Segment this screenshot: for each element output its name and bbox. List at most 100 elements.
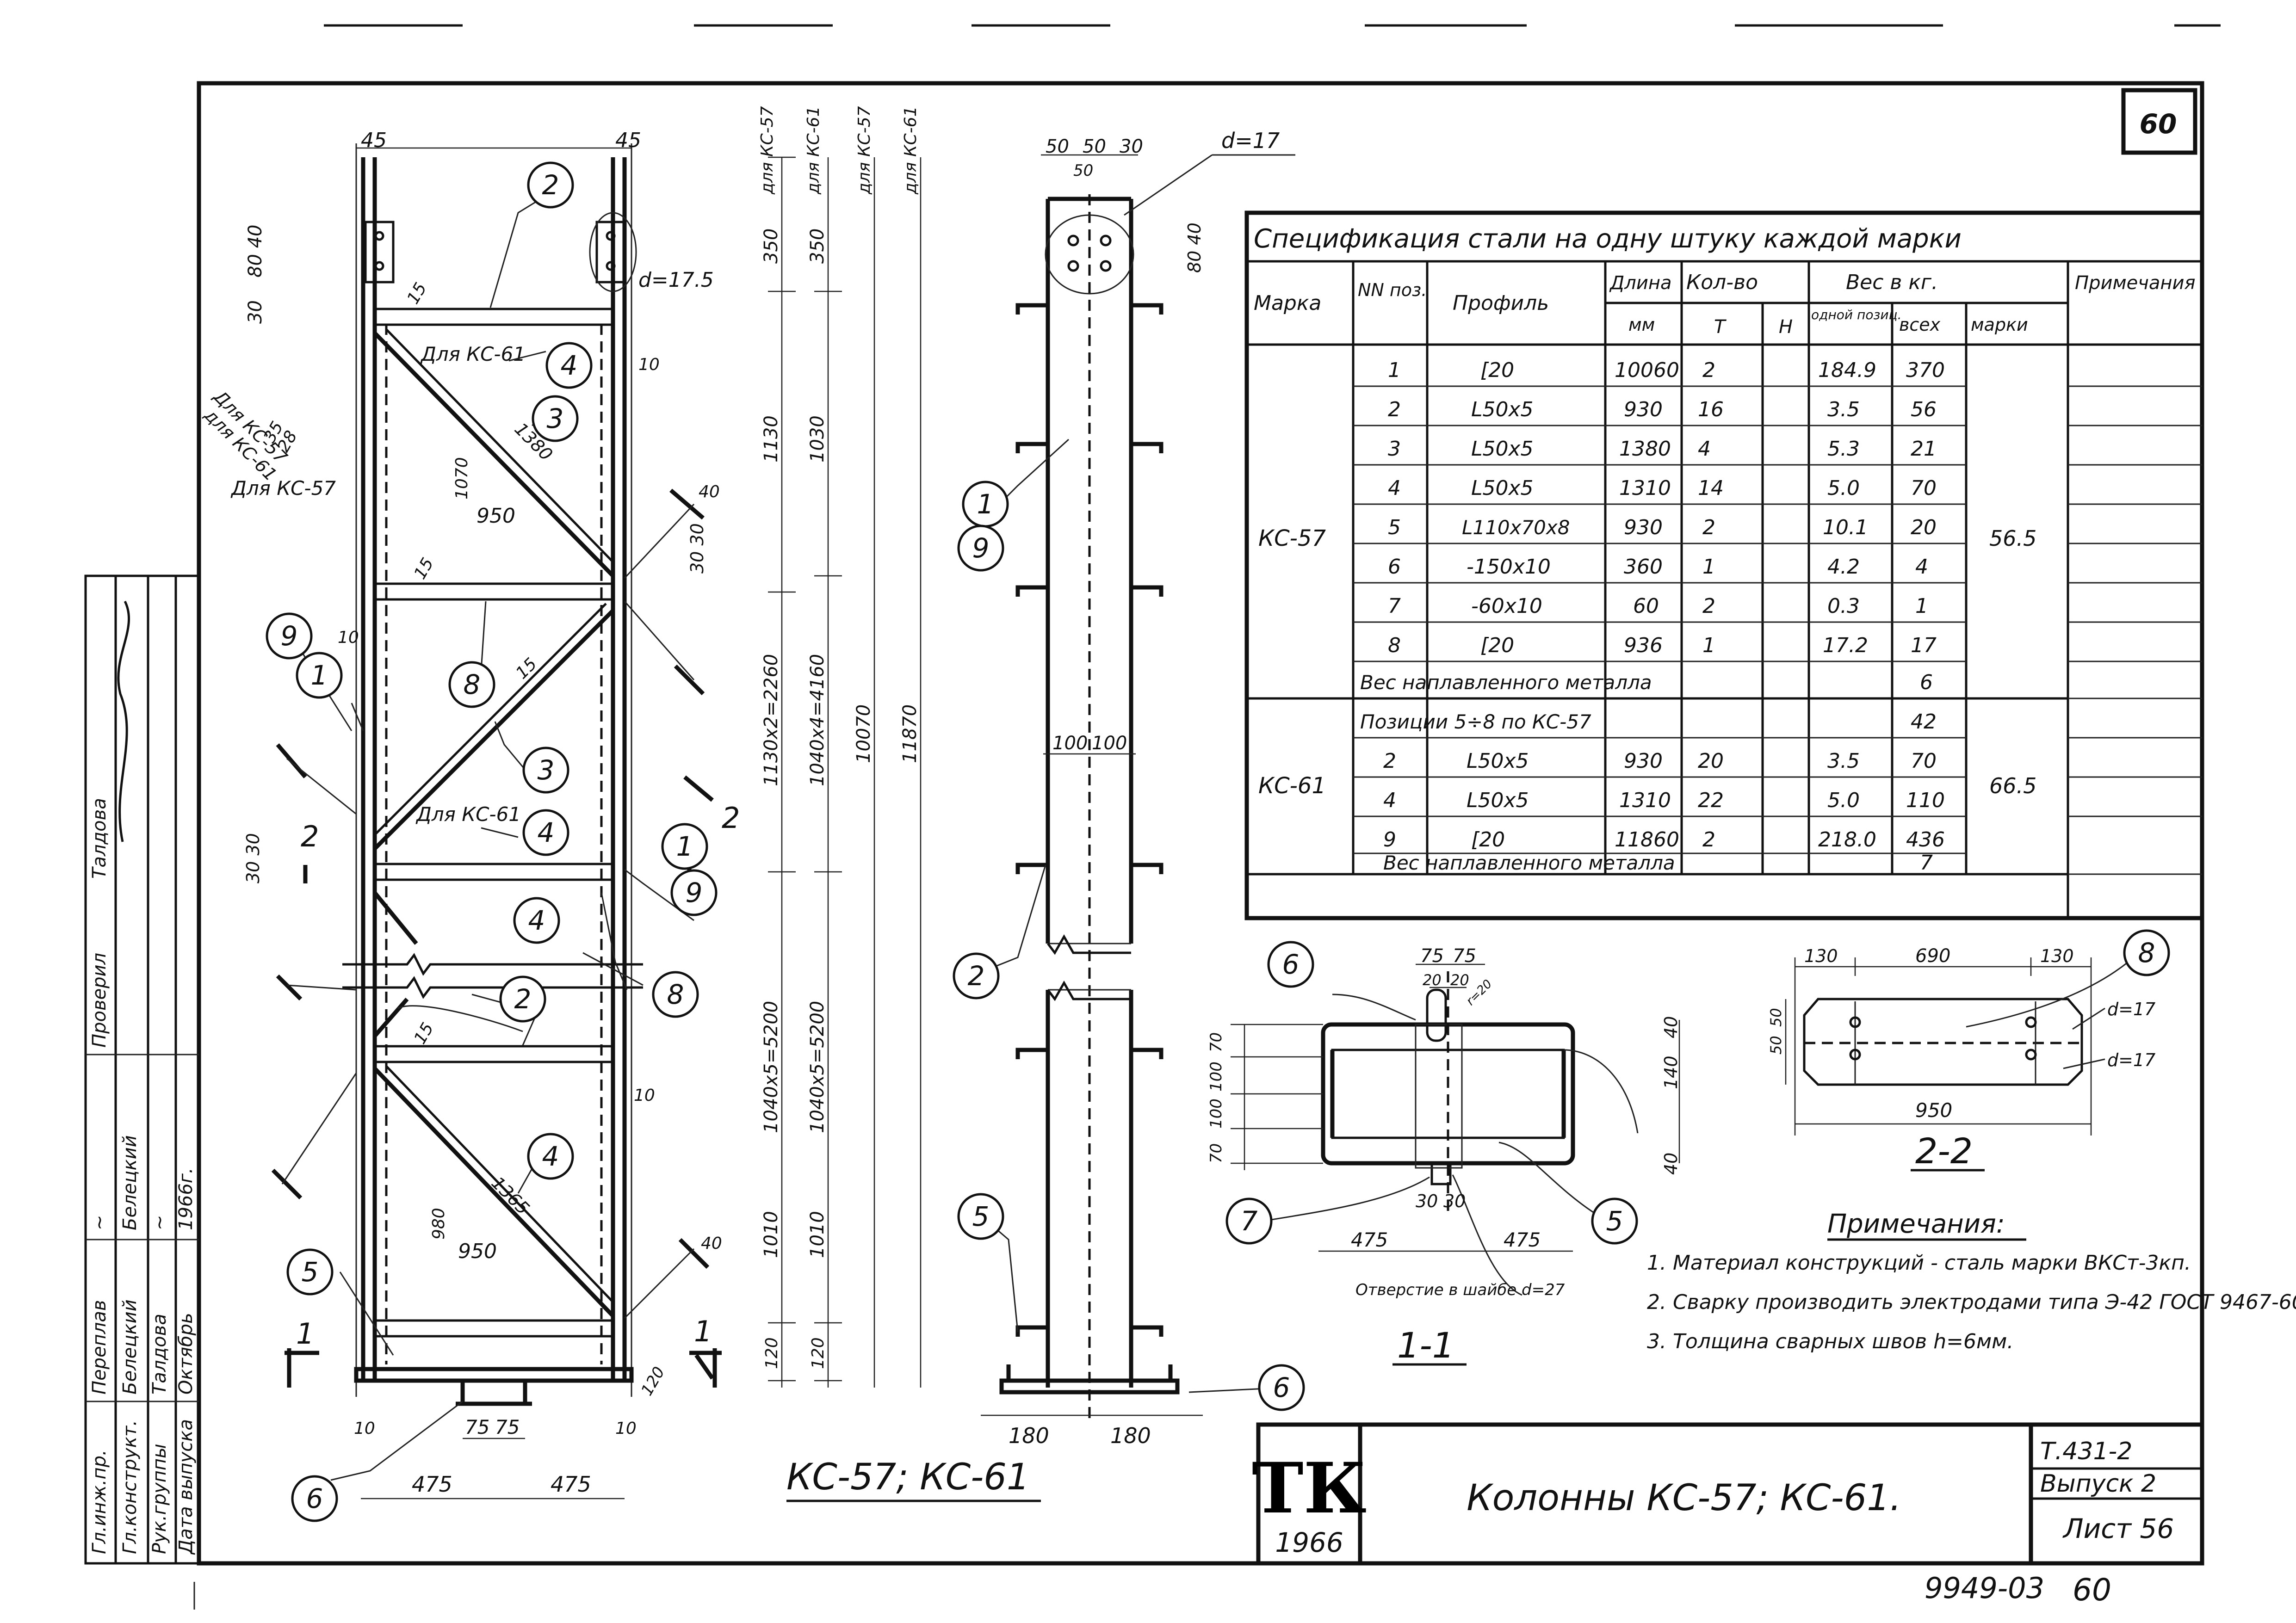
spec-cell-all: 1 xyxy=(1915,594,1928,618)
label-for-kc61-b: Для КС-61 xyxy=(415,803,521,826)
col-head-3: для КС-57 xyxy=(855,106,874,195)
note-3: 3. Толщина сварных швов h=6мм. xyxy=(1647,1330,2013,1353)
dim-30-top: 30 xyxy=(245,300,266,324)
position-bubble-label-e5: 5 xyxy=(302,1256,319,1288)
spec-cell-pos: 4 xyxy=(1388,476,1401,500)
spec-cell-length: 11860 xyxy=(1615,828,1679,852)
notes-heading: Примечания: xyxy=(1827,1209,2005,1239)
stamp-signature-scribble xyxy=(117,600,130,842)
spec-cell-length: 360 xyxy=(1624,555,1663,579)
spec-cell-t: 2 xyxy=(1702,358,1715,382)
vdim-c1-6: 120 xyxy=(762,1337,781,1369)
spec-cell-one: 3.5 xyxy=(1827,398,1860,421)
spec-title: Спецификация стали на одну штуку каждой … xyxy=(1254,224,1962,254)
spec-cell-t: 2 xyxy=(1702,594,1715,618)
vdim-c4: 11870 xyxy=(899,704,921,763)
stamp-role-1: Гл.инж.пр. xyxy=(89,1450,110,1554)
position-bubble-label-s5: 5 xyxy=(972,1201,990,1232)
s11-dim-100a: 100 xyxy=(1207,1061,1225,1092)
s11-dim-475a: 475 xyxy=(1351,1228,1388,1251)
spec-h-qty-t: Т xyxy=(1714,316,1727,338)
spec-cell-t: 2 xyxy=(1702,516,1715,539)
spec-cell-length: 60 xyxy=(1633,594,1659,618)
s11-dim-75a: 75 xyxy=(1420,945,1444,967)
spec-markweight-kc57: 56.5 xyxy=(1989,526,2036,551)
side-view-dims: 50 50 30 50 d=17 80 40 100 100 180 180 xyxy=(1009,128,1280,1448)
dim-10b: 10 xyxy=(338,628,359,647)
dim-30-30b: 30 30 xyxy=(243,833,263,883)
dim-10d: 10 xyxy=(354,1419,375,1438)
spec-cell-one: 17.2 xyxy=(1823,634,1868,657)
position-bubble-e3a xyxy=(532,395,579,442)
position-bubble-s5 xyxy=(957,1193,1004,1240)
dim-15a: 15 xyxy=(403,279,430,307)
spec-row: 2 L50x5 930 20 3.5 70 xyxy=(1383,749,1937,773)
dim-30-30a: 30 30 xyxy=(687,523,707,574)
stamp-name-3: Талдова xyxy=(149,1314,170,1395)
position-bubble-label-e4b: 4 xyxy=(538,817,555,848)
dim-15b: 15 xyxy=(410,555,437,582)
stamp-role-2: Гл.конструкт. xyxy=(119,1420,141,1554)
leaders xyxy=(295,193,1287,1481)
spec-row: 5 L110x70x8 930 2 10.1 20 xyxy=(1388,516,1937,539)
spec-cell-one: 5.0 xyxy=(1827,476,1860,500)
spec-row: 4 L50x5 1310 22 5.0 110 xyxy=(1383,789,1945,812)
sv-web-100b: 100 xyxy=(1092,733,1127,754)
stamp-name-1: Переплав xyxy=(89,1300,110,1395)
position-bubble-x5 xyxy=(1591,1197,1638,1245)
s11-dim-70-top: 70 xyxy=(1207,1032,1225,1052)
spec-cell-profile: [20 xyxy=(1480,634,1514,657)
position-bubble-label-s2: 2 xyxy=(968,960,985,992)
vdim-c1-3: 1130x2=2260 xyxy=(761,654,782,786)
s22-dim-950: 950 xyxy=(1915,1099,1952,1122)
s11-dim-75b: 75 xyxy=(1453,945,1476,967)
s11-dim-40-top: 40 xyxy=(1661,1016,1681,1038)
spec-cell-length: 930 xyxy=(1624,398,1663,421)
spec-cell-profile: L50x5 xyxy=(1471,398,1534,421)
spec-cell-all: 56 xyxy=(1911,398,1937,421)
spec-cell-t: 4 xyxy=(1698,437,1711,461)
position-bubble-label-e2b: 2 xyxy=(514,983,532,1015)
dim-80-40: 80 40 xyxy=(245,224,266,278)
dim-10e: 10 xyxy=(615,1419,637,1438)
spec-h-length-unit: мм xyxy=(1628,315,1655,335)
s11-dim-475b: 475 xyxy=(1504,1228,1541,1251)
s11-dim-30b: 30 xyxy=(1443,1191,1466,1211)
dim-15c: 15 xyxy=(512,654,540,683)
spec-cell-length: 930 xyxy=(1624,749,1663,773)
spec-h-length: Длина xyxy=(1609,272,1671,294)
spec-row: 1 [20 10060 2 184.9 370 xyxy=(1388,358,1945,382)
footer-code: 9949-03 xyxy=(1925,1571,2044,1605)
spec-weld-label-kc61: Вес наплавленного металла xyxy=(1383,852,1675,874)
elevation-view xyxy=(271,143,922,1500)
dim-980: 980 xyxy=(429,1208,448,1240)
position-bubble-label-e9b: 9 xyxy=(686,877,703,908)
sv-hole: d=17 xyxy=(1221,128,1280,153)
spec-cell-pos: 4 xyxy=(1383,789,1396,812)
position-bubble-label-e4a: 4 xyxy=(561,350,578,381)
spec-cell-t: 16 xyxy=(1698,398,1724,421)
stamp-role-4: Дата выпуска xyxy=(175,1419,197,1555)
spec-cell-length: 1310 xyxy=(1619,789,1671,812)
dim-950a: 950 xyxy=(477,504,515,528)
dim-1070: 1070 xyxy=(452,457,471,500)
vdim-c2-2: 1030 xyxy=(807,415,828,463)
s22-hole-1: d=17 xyxy=(2107,999,2155,1019)
position-bubble-label-x7: 7 xyxy=(1241,1205,1258,1237)
position-bubble-e9b xyxy=(670,869,718,916)
spec-cell-one: 4.2 xyxy=(1827,555,1860,579)
position-bubble-label-e2a: 2 xyxy=(542,169,559,201)
s11-title: 1-1 xyxy=(1397,1325,1454,1366)
col-head-2: для КС-61 xyxy=(804,106,823,195)
spec-cell-one: 0.3 xyxy=(1827,594,1860,618)
spec-h-note: Примечания xyxy=(2075,272,2196,294)
position-bubble-label-e1b: 1 xyxy=(676,831,693,862)
spec-cell-pos: 2 xyxy=(1388,398,1401,421)
col-head-1: для КС-57 xyxy=(758,106,777,195)
spec-cell-t: 22 xyxy=(1698,789,1724,812)
spec-cell-pos: 3 xyxy=(1388,437,1401,461)
stamp-sign-3: ~ xyxy=(149,1215,170,1230)
s11-hole-note: Отверстие в шайбе d=27 xyxy=(1355,1281,1565,1299)
s22-hole-2: d=17 xyxy=(2107,1050,2155,1070)
spec-h-w-all: всех xyxy=(1899,315,1941,335)
